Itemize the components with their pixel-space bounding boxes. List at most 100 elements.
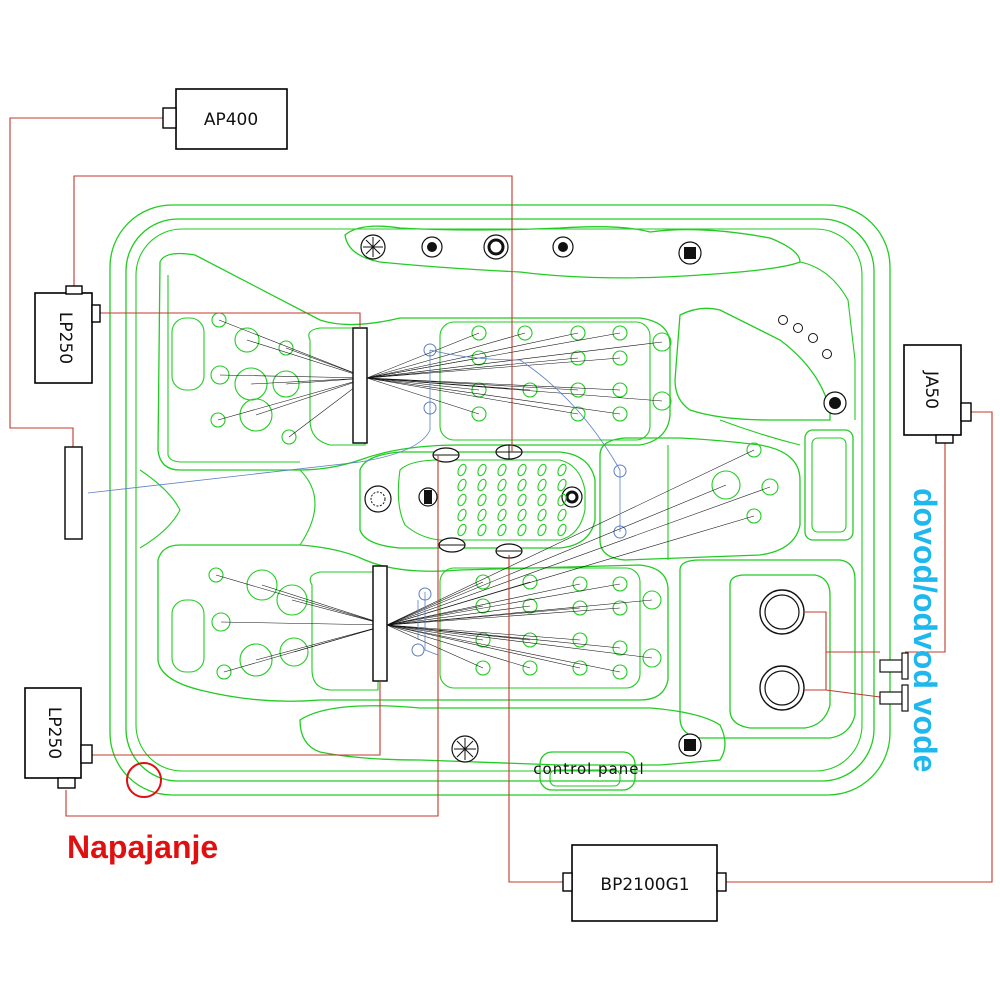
jet <box>279 637 309 667</box>
component-bp2100g1: BP2100G1 <box>562 844 727 922</box>
jet-line <box>250 377 368 385</box>
jet <box>272 370 300 398</box>
jet-line <box>386 624 621 673</box>
jet <box>612 600 628 616</box>
jet-line <box>291 599 388 626</box>
jet <box>216 664 232 680</box>
jet-line <box>386 605 484 626</box>
jet-line <box>246 339 368 379</box>
jet <box>234 327 260 353</box>
jet-line <box>217 377 368 421</box>
footwell-slot <box>497 493 507 507</box>
jet-line <box>386 581 484 626</box>
jet <box>612 406 628 422</box>
jet-line <box>386 583 621 626</box>
jet <box>746 508 762 524</box>
manifold-bottom <box>372 565 388 682</box>
jet <box>471 325 487 341</box>
jet <box>612 664 628 680</box>
jet-line <box>366 377 663 402</box>
jet <box>572 600 588 616</box>
jet-line <box>366 377 579 415</box>
footwell-slot <box>557 493 567 507</box>
footwell-slot <box>557 523 567 537</box>
component-ja50: JA50 <box>903 344 972 444</box>
jet <box>652 391 672 411</box>
component-ap400: AP400 <box>162 88 288 150</box>
component-lp250-top: LP250 <box>34 285 101 384</box>
manifold-top <box>352 327 368 444</box>
jet <box>612 350 628 366</box>
jet <box>475 632 491 648</box>
footwell-slot <box>457 508 467 522</box>
jet <box>239 643 273 677</box>
jet-line <box>255 377 368 416</box>
jet-line <box>215 574 388 626</box>
jet-line <box>223 624 388 673</box>
footwell-slot <box>497 478 507 492</box>
jet-line <box>366 377 579 391</box>
jet <box>471 350 487 366</box>
footwell-slot <box>517 523 527 537</box>
jet <box>746 442 762 458</box>
jet-line <box>386 607 621 626</box>
jet <box>475 574 491 590</box>
footwell-slot <box>557 478 567 492</box>
footwell-slot <box>497 523 507 537</box>
jet-line <box>366 377 621 415</box>
footwell-slot <box>457 523 467 537</box>
jet <box>572 632 588 648</box>
jet-line <box>366 377 621 391</box>
jet <box>246 569 278 601</box>
jet <box>570 350 586 366</box>
jet-line <box>255 624 388 661</box>
footwell-slot <box>457 478 467 492</box>
jet <box>278 340 294 356</box>
footwell-slot <box>517 478 527 492</box>
jet <box>522 660 538 676</box>
footwell-slot <box>457 493 467 507</box>
bp2100g1-label: BP2100G1 <box>600 875 689 895</box>
left-bar-component <box>64 446 83 540</box>
jet-line <box>386 583 581 626</box>
jet-line <box>386 486 771 626</box>
jet-line <box>386 605 531 626</box>
power-label: Napajanje <box>67 829 218 865</box>
jet <box>642 648 662 668</box>
jet <box>570 382 586 398</box>
footwell-slot <box>517 493 527 507</box>
jet <box>612 640 628 656</box>
footwell-slot <box>537 493 547 507</box>
footwell-pattern <box>457 463 567 537</box>
jet <box>711 470 741 500</box>
jet-line <box>386 624 484 641</box>
jet-line <box>220 621 388 626</box>
jet-line <box>386 624 621 649</box>
lp250-bottom-label: LP250 <box>44 707 64 759</box>
jet-line <box>366 332 526 379</box>
ap400-label: AP400 <box>204 110 258 130</box>
jet-line <box>366 377 480 415</box>
jet-line <box>386 624 581 669</box>
component-lp250-bottom: LP250 <box>24 687 93 789</box>
jet-line <box>219 374 368 379</box>
jet <box>612 325 628 341</box>
water-pipe-fittings <box>879 652 909 712</box>
jet <box>281 429 297 445</box>
jet-line <box>386 624 581 641</box>
jet-line <box>366 357 621 379</box>
jet <box>276 584 308 616</box>
control-panel-label: control panel <box>533 760 644 778</box>
jet-line <box>386 581 531 626</box>
jet <box>612 576 628 592</box>
jet <box>517 325 533 341</box>
jet <box>572 660 588 676</box>
footwell-slot <box>537 508 547 522</box>
ja50-label: JA50 <box>921 370 941 409</box>
jet-line <box>366 357 480 379</box>
jet <box>210 412 226 428</box>
footwell-slot <box>537 523 547 537</box>
jet-line <box>386 607 581 626</box>
jet-line <box>386 624 653 659</box>
jet <box>522 598 538 614</box>
